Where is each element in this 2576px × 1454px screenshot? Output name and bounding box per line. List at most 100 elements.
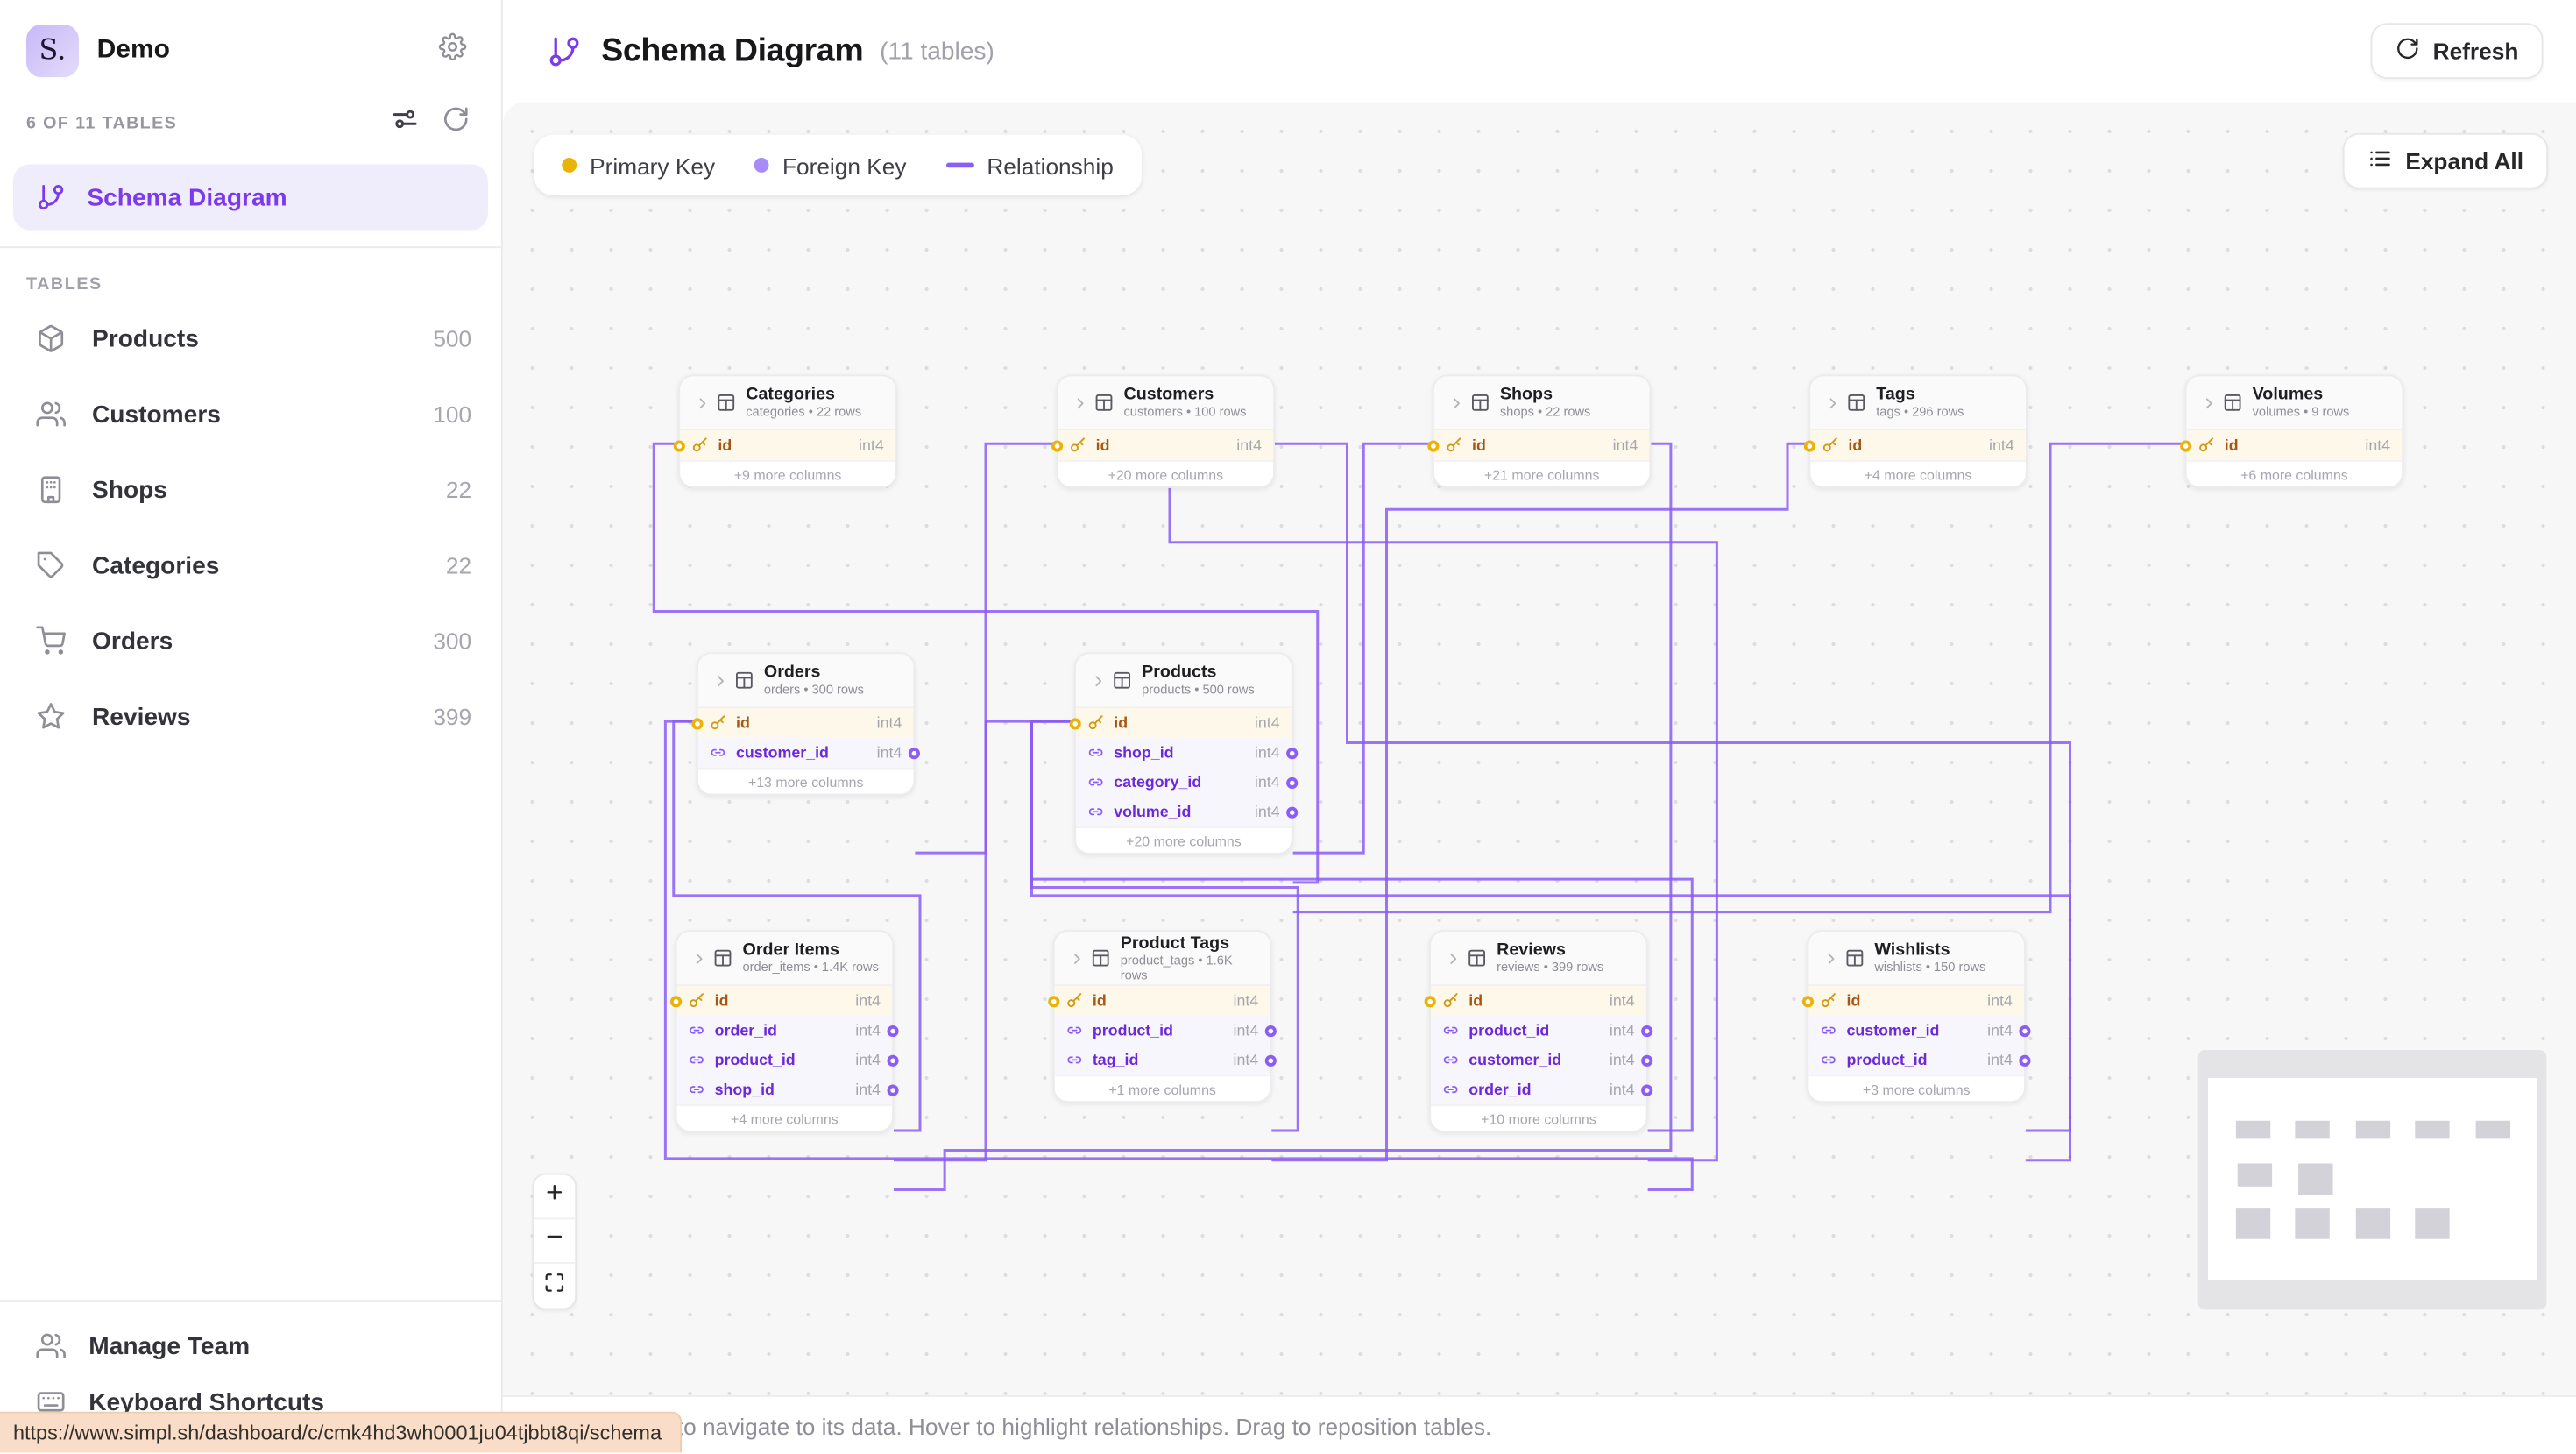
link-icon <box>689 1022 705 1039</box>
table-node-product_tags[interactable]: Product Tags product_tags • 1.6K rows id… <box>1048 930 1277 1103</box>
chevron-right-icon[interactable] <box>1070 951 1085 966</box>
chevron-right-icon[interactable] <box>713 673 728 688</box>
table-node-customers[interactable]: Customers customers • 100 rows id int4 +… <box>1051 374 1275 488</box>
minimap-table-block <box>2295 1120 2330 1139</box>
node-more-columns[interactable]: +4 more columns <box>676 1104 893 1131</box>
key-icon <box>2198 437 2215 454</box>
node-more-columns[interactable]: +21 more columns <box>1433 460 1650 486</box>
sidebar-refresh-button[interactable] <box>435 103 475 143</box>
schema-canvas[interactable]: Categories categories • 22 rows id int4 … <box>502 102 2576 1395</box>
node-header[interactable]: Categories categories • 22 rows <box>680 376 895 431</box>
expand-all-button[interactable]: Expand All <box>2343 132 2549 189</box>
chevron-right-icon[interactable] <box>1449 395 1464 410</box>
chevron-right-icon[interactable] <box>1091 673 1106 688</box>
sidebar-item-manage-team[interactable]: Manage Team <box>0 1318 501 1374</box>
table-node-categories[interactable]: Categories categories • 22 rows id int4 … <box>673 374 897 488</box>
node-more-columns[interactable]: +20 more columns <box>1076 826 1292 853</box>
column-row-order_id[interactable]: order_id int4 <box>676 1015 899 1046</box>
column-row-category_id[interactable]: category_id int4 <box>1076 767 1299 798</box>
node-more-columns[interactable]: +9 more columns <box>680 460 895 486</box>
node-more-columns[interactable]: +1 more columns <box>1054 1075 1270 1101</box>
column-row-id[interactable]: id int4 <box>2180 430 2403 460</box>
settings-button[interactable] <box>428 27 475 74</box>
sidebar-item-keyboard-shortcuts[interactable]: Keyboard Shortcuts <box>0 1374 501 1430</box>
column-row-id[interactable]: id int4 <box>1069 708 1292 738</box>
node-header[interactable]: Customers customers • 100 rows <box>1058 376 1274 431</box>
chevron-right-icon[interactable] <box>1072 395 1087 410</box>
column-row-customer_id[interactable]: customer_id int4 <box>1808 1015 2031 1046</box>
sidebar-item-orders[interactable]: Orders 300 <box>0 603 501 678</box>
minus-icon <box>544 1226 565 1256</box>
column-row-product_id[interactable]: product_id int4 <box>1054 1015 1277 1046</box>
filter-button[interactable] <box>385 103 424 143</box>
column-row-id[interactable]: id int4 <box>673 430 895 460</box>
node-header[interactable]: Wishlists wishlists • 150 rows <box>1808 932 2024 986</box>
node-more-columns[interactable]: +3 more columns <box>1808 1075 2024 1101</box>
legend-primary-key: Primary Key <box>562 152 715 178</box>
node-header[interactable]: Orders orders • 300 rows <box>697 654 914 709</box>
chevron-right-icon[interactable] <box>1446 951 1461 966</box>
column-row-id[interactable]: id int4 <box>670 986 893 1016</box>
node-more-columns[interactable]: +10 more columns <box>1431 1104 1646 1131</box>
column-row-customer_id[interactable]: customer_id int4 <box>697 737 920 768</box>
table-node-tags[interactable]: Tags tags • 296 rows id int4 +4 more col… <box>1803 374 2028 488</box>
column-row-shop_id[interactable]: shop_id int4 <box>1076 737 1299 768</box>
key-icon <box>689 993 705 1010</box>
node-header[interactable]: Volumes volumes • 9 rows <box>2186 376 2403 431</box>
table-node-volumes[interactable]: Volumes volumes • 9 rows id int4 +6 more… <box>2180 374 2404 488</box>
table-node-wishlists[interactable]: Wishlists wishlists • 150 rows id int4 c… <box>1801 930 2031 1103</box>
column-row-product_id[interactable]: product_id int4 <box>676 1045 899 1075</box>
column-row-id[interactable]: id int4 <box>691 708 914 738</box>
table-node-shops[interactable]: Shops shops • 22 rows id int4 +21 more c… <box>1427 374 1652 488</box>
table-node-order_items[interactable]: Order Items order_items • 1.4K rows id i… <box>670 930 899 1132</box>
column-row-id[interactable]: id int4 <box>1803 430 2026 460</box>
column-type: int4 <box>1987 1051 2013 1069</box>
column-row-product_id[interactable]: product_id int4 <box>1431 1015 1653 1046</box>
fullscreen-button[interactable] <box>534 1264 575 1309</box>
chevron-right-icon[interactable] <box>695 395 710 410</box>
chevron-right-icon[interactable] <box>1823 951 1838 966</box>
node-header[interactable]: Shops shops • 22 rows <box>1433 376 1650 431</box>
sidebar-item-products[interactable]: Products 500 <box>0 301 501 376</box>
column-row-product_id[interactable]: product_id int4 <box>1808 1045 2031 1075</box>
keyboard-icon <box>36 1387 66 1417</box>
chevron-right-icon[interactable] <box>2202 395 2217 410</box>
node-header[interactable]: Product Tags product_tags • 1.6K rows <box>1054 932 1270 986</box>
node-header[interactable]: Order Items order_items • 1.4K rows <box>676 932 893 986</box>
table-row-count: 22 <box>445 476 472 503</box>
column-row-shop_id[interactable]: shop_id int4 <box>676 1075 899 1104</box>
table-node-orders[interactable]: Orders orders • 300 rows id int4 custome… <box>691 652 920 796</box>
column-row-volume_id[interactable]: volume_id int4 <box>1076 797 1299 827</box>
sidebar-item-reviews[interactable]: Reviews 399 <box>0 678 501 754</box>
chevron-right-icon[interactable] <box>1825 395 1840 410</box>
node-more-columns[interactable]: +20 more columns <box>1058 460 1274 486</box>
column-row-id[interactable]: id int4 <box>1801 986 2024 1016</box>
node-header[interactable]: Products products • 500 rows <box>1076 654 1292 709</box>
column-row-id[interactable]: id int4 <box>1427 430 1650 460</box>
table-node-reviews[interactable]: Reviews reviews • 399 rows id int4 produ… <box>1424 930 1653 1132</box>
sidebar-item-customers[interactable]: Customers 100 <box>0 376 501 451</box>
column-row-order_id[interactable]: order_id int4 <box>1431 1075 1653 1104</box>
table-node-products[interactable]: Products products • 500 rows id int4 sho… <box>1069 652 1299 855</box>
zoom-in-button[interactable] <box>534 1175 576 1220</box>
column-row-customer_id[interactable]: customer_id int4 <box>1431 1045 1653 1075</box>
node-more-columns[interactable]: +4 more columns <box>1810 460 2026 486</box>
pk-handle <box>673 439 685 451</box>
minimap[interactable] <box>2197 1050 2547 1310</box>
column-row-tag_id[interactable]: tag_id int4 <box>1054 1045 1277 1075</box>
minimap-table-block <box>2235 1120 2271 1139</box>
column-row-id[interactable]: id int4 <box>1048 986 1270 1016</box>
sidebar-item-categories[interactable]: Categories 22 <box>0 528 501 603</box>
node-more-columns[interactable]: +13 more columns <box>697 767 914 794</box>
node-header[interactable]: Tags tags • 296 rows <box>1810 376 2026 431</box>
refresh-button[interactable]: Refresh <box>2370 23 2544 79</box>
sidebar-item-shops[interactable]: Shops 22 <box>0 452 501 528</box>
node-more-columns[interactable]: +6 more columns <box>2186 460 2403 486</box>
sidebar-item-schema-diagram[interactable]: Schema Diagram <box>13 164 488 231</box>
chevron-right-icon[interactable] <box>691 951 706 966</box>
node-header[interactable]: Reviews reviews • 399 rows <box>1431 932 1646 986</box>
zoom-out-button[interactable] <box>534 1219 576 1264</box>
column-row-id[interactable]: id int4 <box>1424 986 1646 1016</box>
column-row-id[interactable]: id int4 <box>1051 430 1274 460</box>
